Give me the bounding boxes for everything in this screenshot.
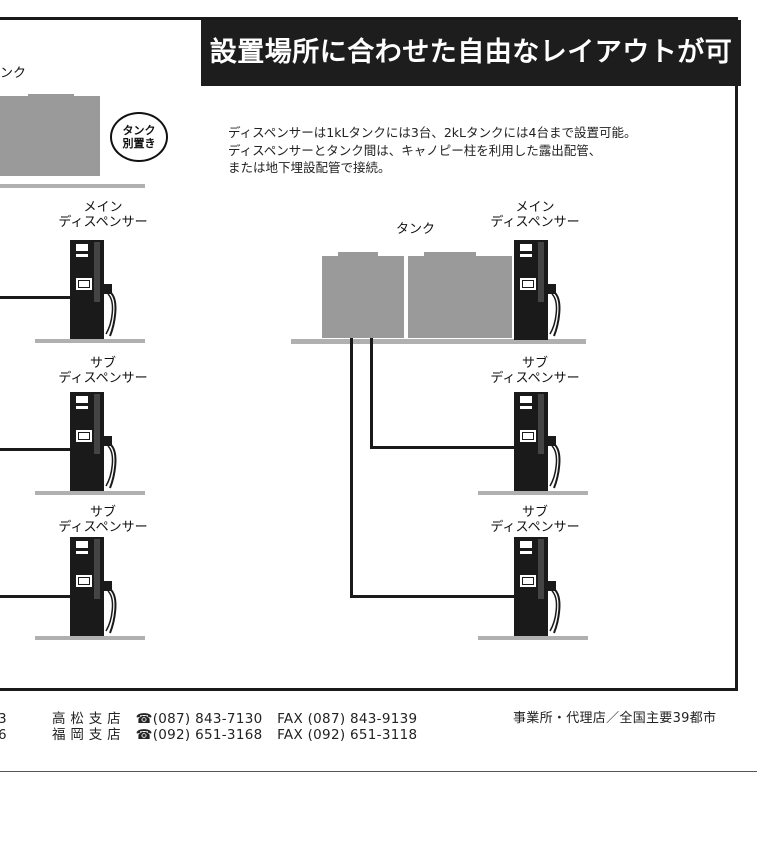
separate-tank-badge-line-2: 別置き [122, 137, 156, 150]
left-ground-1 [0, 184, 145, 188]
left-sub2-label-line-1: サブ [89, 505, 116, 520]
branch-row-1: 高 松 支 店 ☎(087) 843-7130 FAX (087) 843-91… [52, 711, 417, 727]
separate-tank-badge-line-1: タンク [122, 124, 156, 137]
right-sub2-label-line-1: サブ [521, 505, 548, 520]
right-sub-dispenser-1 [513, 391, 561, 493]
right-ground-2 [478, 491, 588, 495]
left-sub2-label-line-2: ディスペンサー [58, 520, 148, 535]
left-pipe-1 [0, 296, 70, 299]
right-tank [322, 252, 512, 338]
left-sub-dispenser-1 [69, 391, 117, 493]
branch-tel-1: (087) 843-7130 [152, 711, 263, 727]
description: ディスペンサーは1kLタンクには3台、2kLタンクには4台まで設置可能。 ディス… [228, 124, 733, 177]
right-sub2-label-line-2: ディスペンサー [490, 520, 580, 535]
offices-note: 事業所・代理店／全国主要39都市 [513, 711, 717, 726]
right-sub2-dispenser-label: サブ ディスペンサー [475, 505, 595, 535]
left-tank-label: ンク [0, 66, 27, 81]
separate-tank-badge: タンク 別置き [110, 112, 168, 162]
footer-fragment-1: 3 [0, 711, 7, 727]
footer-fragment-2: 6 [0, 727, 7, 743]
content-panel [0, 17, 738, 691]
branch-name-2: 福 岡 支 店 [52, 727, 121, 743]
left-ground-4 [35, 636, 145, 640]
branch-row-2: 福 岡 支 店 ☎(092) 651-3168 FAX (092) 651-31… [52, 727, 417, 743]
footer-divider [0, 771, 757, 772]
phone-icon: ☎ [135, 711, 153, 727]
description-line-1: ディスペンサーは1kLタンクには3台、2kLタンクには4台まで設置可能。 [228, 125, 637, 140]
left-sub-dispenser-2 [69, 536, 117, 638]
left-sub2-dispenser-label: サブ ディスペンサー [48, 505, 158, 535]
left-sub1-dispenser-label: サブ ディスペンサー [48, 356, 158, 386]
right-sub1-dispenser-label: サブ ディスペンサー [475, 356, 595, 386]
title-bar: 設置場所に合わせた自由なレイアウトが可能!! [201, 20, 741, 134]
description-line-3: または地下埋設配管で接続。 [228, 160, 391, 175]
right-sub-dispenser-2 [513, 536, 561, 638]
left-main-dispenser [69, 239, 117, 341]
branch-name-1: 高 松 支 店 [52, 711, 121, 727]
right-main-label-line-1: メイン [515, 200, 555, 215]
left-main-label-line-2: ディスペンサー [58, 215, 148, 230]
left-sub1-label-line-2: ディスペンサー [58, 371, 148, 386]
left-sub1-label-line-1: サブ [89, 356, 116, 371]
right-sub1-label-line-2: ディスペンサー [490, 371, 580, 386]
left-ground-2 [35, 339, 145, 343]
left-pipe-3 [0, 595, 70, 598]
right-main-label-line-2: ディスペンサー [490, 215, 580, 230]
right-pipes [350, 338, 514, 598]
left-tank [0, 94, 100, 176]
left-ground-3 [35, 491, 145, 495]
description-line-2: ディスペンサーとタンク間は、キャノピー柱を利用した露出配管、 [228, 142, 602, 158]
right-sub1-label-line-1: サブ [521, 356, 548, 371]
branch-fax-2: FAX (092) 651-3118 [277, 727, 418, 743]
right-ground-3 [478, 636, 588, 640]
left-pipe-2 [0, 448, 70, 451]
left-main-label-line-1: メイン [83, 200, 123, 215]
left-main-dispenser-label: メイン ディスペンサー [48, 200, 158, 230]
right-main-dispenser-label: メイン ディスペンサー [475, 200, 595, 230]
branch-fax-1: FAX (087) 843-9139 [277, 711, 418, 727]
right-main-dispenser [513, 239, 561, 341]
right-ground-1 [291, 339, 586, 344]
page-title: 設置場所に合わせた自由なレイアウトが可能!! [209, 37, 733, 134]
phone-icon: ☎ [135, 727, 153, 743]
right-tank-label: タンク [396, 222, 436, 237]
branch-tel-2: (092) 651-3168 [152, 727, 263, 743]
